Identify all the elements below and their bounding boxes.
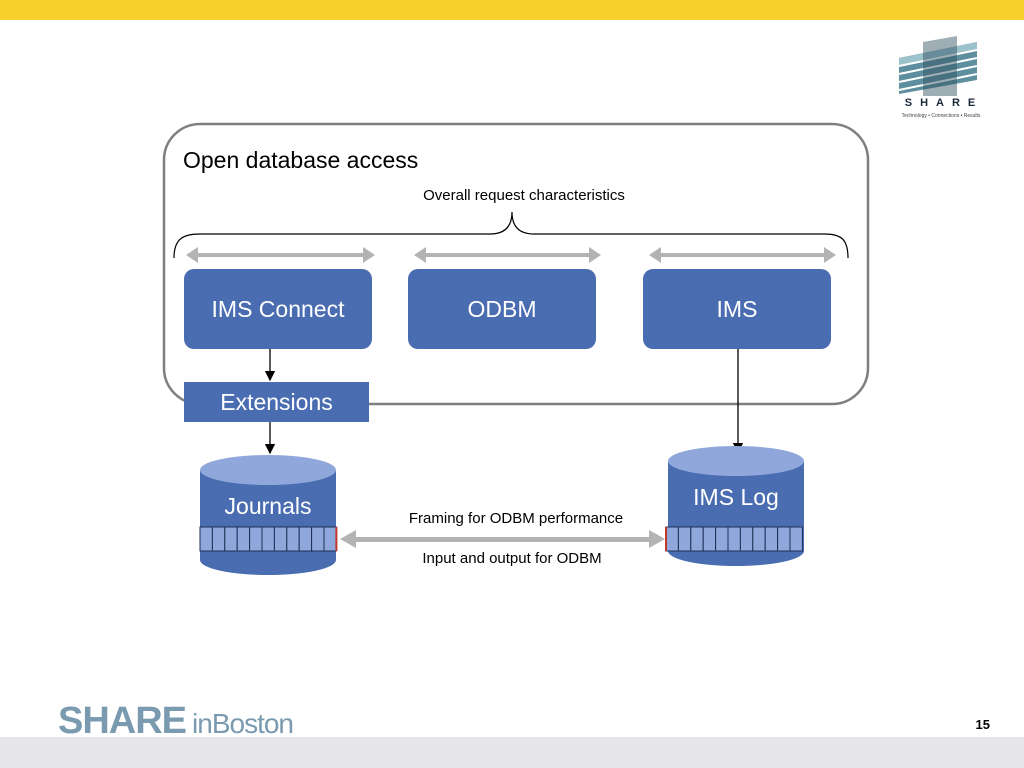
- record-cell: [211, 526, 226, 552]
- odbm-box: [408, 269, 596, 349]
- journals-record-strip: [199, 526, 338, 552]
- share-globe-icon: [898, 36, 978, 96]
- record-cell: [249, 526, 263, 552]
- footer-city: Boston: [211, 708, 294, 739]
- record-cell: [752, 526, 766, 552]
- record-cell: [789, 526, 803, 552]
- record-cell: [727, 526, 741, 552]
- record-cell: [224, 526, 238, 552]
- record-cell: [199, 526, 213, 552]
- record-cell: [739, 526, 754, 552]
- journals-log-double-arrow: [340, 530, 665, 548]
- record-cell: [261, 526, 275, 552]
- record-cell: [323, 526, 337, 552]
- overall-request-label: Overall request characteristics: [423, 187, 625, 204]
- extensions-box: [184, 382, 369, 422]
- extensions-label: Extensions: [220, 389, 333, 415]
- bottom-footer-bar: [0, 737, 1024, 768]
- odbm-label: ODBM: [467, 296, 537, 322]
- record-cell: [677, 526, 692, 552]
- ims-span-arrow: [649, 247, 836, 263]
- record-cell: [273, 526, 288, 552]
- slide-title: Open database access: [183, 147, 419, 173]
- record-cell: [715, 526, 729, 552]
- ims-log-label: IMS Log: [693, 484, 779, 510]
- odbm-span-arrow: [414, 247, 601, 263]
- record-cell: [298, 526, 313, 552]
- framing-label: Framing for ODBM performance: [408, 510, 624, 527]
- record-cell: [286, 526, 300, 552]
- logo-tagline: Technology • Connections • Results: [901, 113, 981, 119]
- journals-label: Journals: [224, 493, 312, 519]
- ims-connect-box: [184, 269, 372, 349]
- ims-box: [643, 269, 831, 349]
- record-cell: [236, 526, 251, 552]
- ims-connect-span-arrow: [186, 247, 375, 263]
- record-cell: [690, 526, 704, 552]
- record-cell: [665, 526, 679, 552]
- page-number: 15: [975, 717, 990, 732]
- top-accent-bar: [0, 0, 1024, 20]
- record-cell: [764, 526, 779, 552]
- ims-log-record-strip: [665, 526, 803, 552]
- share-logo: SHARE Technology • Connections • Results: [893, 36, 989, 122]
- record-cell: [777, 526, 791, 552]
- logo-wordmark: SHARE: [904, 97, 984, 109]
- io-label: Input and output for ODBM: [422, 550, 602, 567]
- record-cell: [702, 526, 717, 552]
- record-cell: [311, 526, 325, 552]
- footer-share-word: SHARE: [58, 700, 187, 742]
- footer-in-word: in: [192, 708, 213, 739]
- ims-connect-label: IMS Connect: [211, 296, 345, 322]
- overall-request-brace: [173, 211, 849, 259]
- open-database-access-container: [162, 122, 870, 406]
- ims-label: IMS: [716, 296, 758, 322]
